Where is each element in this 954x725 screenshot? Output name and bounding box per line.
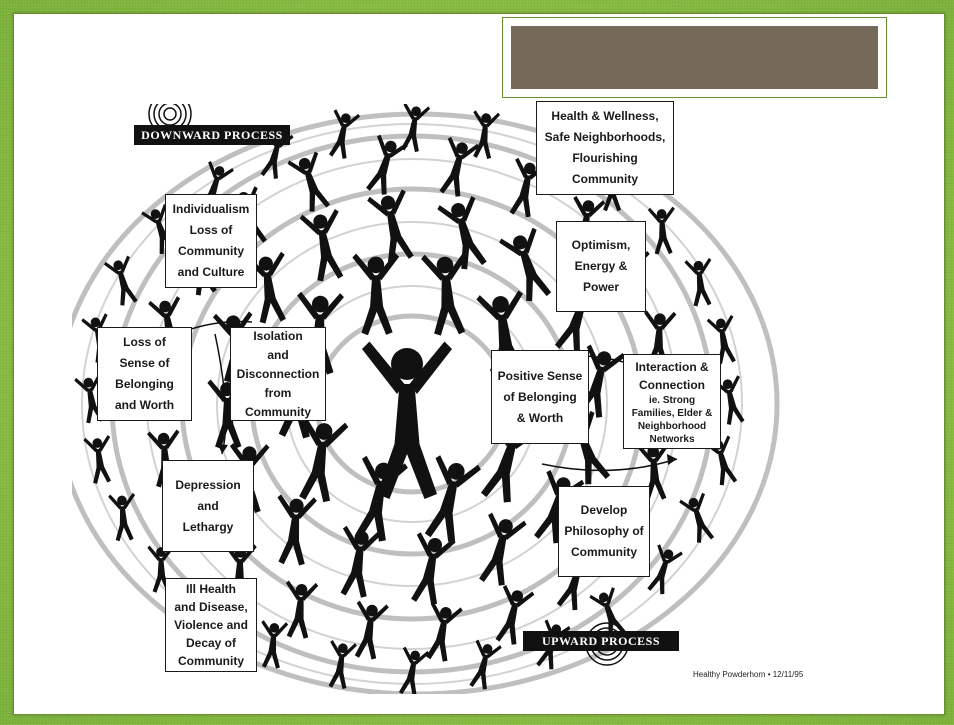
- box-loss-of-sense: Loss of Sense of Belonging and Worth: [97, 327, 192, 421]
- dancing-figure-icon: [472, 511, 528, 589]
- upward-process-banner: UPWARD PROCESS: [523, 631, 679, 651]
- dancing-figure-icon: [299, 208, 351, 284]
- box-isolation: Isolation and Disconnection from Communi…: [230, 327, 326, 421]
- dancing-figure-icon: [433, 136, 480, 200]
- title-box: [502, 17, 887, 98]
- box-develop: Develop Philosophy of Community: [558, 486, 650, 577]
- box-individualism: Individualism Loss of Community and Cult…: [165, 194, 257, 288]
- dancing-figure-icon: [324, 108, 361, 161]
- dancing-figure-icon: [349, 600, 390, 661]
- interaction-title: Interaction & Connection: [635, 359, 709, 392]
- content-panel: DOWNWARD PROCESS UPWARD PROCESS Health &…: [13, 13, 945, 715]
- dancing-figure-icon: [498, 226, 559, 306]
- box-depression: Depression and Lethargy: [162, 460, 254, 552]
- box-health-wellness: Health & Wellness, Safe Neighborhoods, F…: [536, 101, 674, 195]
- box-optimism: Optimism, Energy & Power: [556, 221, 646, 312]
- box-positive-sense: Positive Sense of Belonging & Worth: [491, 350, 589, 444]
- dancing-figure-icon: [404, 531, 457, 608]
- dancing-figure-icon: [103, 255, 143, 308]
- dancing-figure-icon: [286, 150, 336, 215]
- dancing-figure-icon: [366, 188, 421, 266]
- dancing-figure-icon: [647, 206, 678, 256]
- title-box-fill: [511, 26, 878, 89]
- box-interaction: Interaction & Connection ie. Strong Fami…: [623, 354, 721, 449]
- downward-process-banner: DOWNWARD PROCESS: [134, 125, 290, 145]
- dancing-figure-icon: [271, 494, 318, 567]
- box-ill-health: Ill Health and Disease, Violence and Dec…: [165, 578, 257, 672]
- credit-text: Healthy Powderhorn • 12/11/95: [693, 670, 804, 679]
- interaction-subtitle: ie. Strong Families, Elder & Neighborhoo…: [631, 394, 713, 445]
